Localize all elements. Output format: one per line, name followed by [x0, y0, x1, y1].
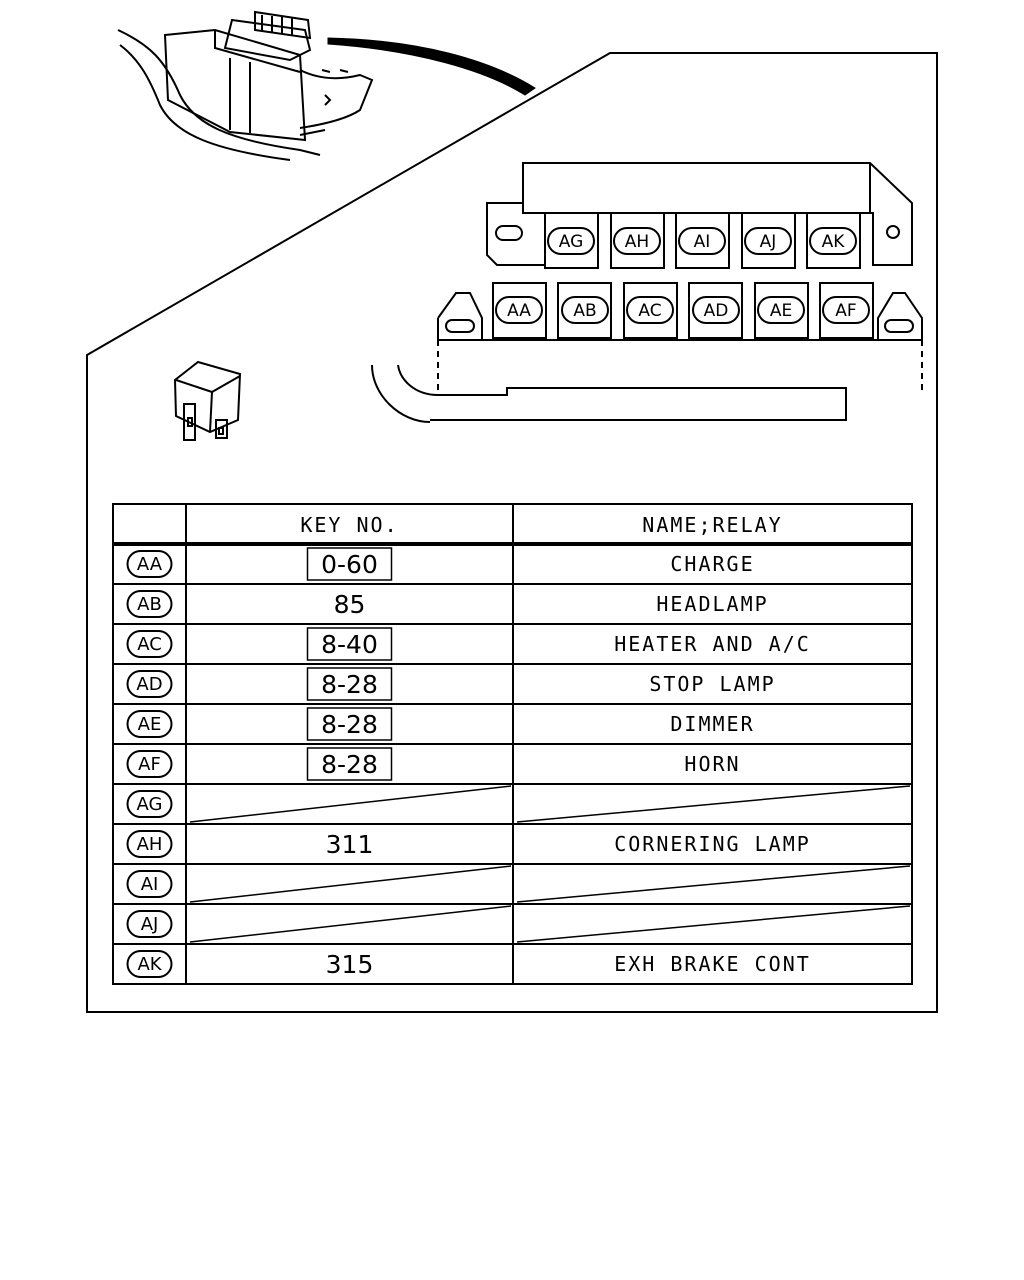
- key-no-cell: 8-40: [321, 630, 378, 659]
- key-box: [306, 667, 393, 701]
- socket-label-af-text: AF: [835, 301, 856, 321]
- header-name-relay: NAME;RELAY: [642, 513, 782, 537]
- empty-key-slash: [189, 865, 512, 903]
- table-row: AG: [113, 783, 912, 823]
- socket-label-ak: AK: [809, 227, 857, 255]
- key-box: [306, 747, 393, 781]
- empty-name-slash: [516, 905, 911, 943]
- table-row: AE 8-28 DIMMER: [113, 703, 912, 741]
- key-no-cell: 0-60: [321, 550, 378, 579]
- relay-icon: [173, 360, 242, 441]
- key-no-cell: 8-28: [321, 710, 378, 739]
- row-code-ag: AG: [126, 790, 173, 818]
- socket-label-ai-text: AI: [694, 232, 711, 252]
- socket-label-aa-text: AA: [507, 301, 531, 321]
- relay-name-cell: HEATER AND A/C: [614, 632, 811, 656]
- relay-name-cell: HEADLAMP: [656, 592, 768, 616]
- socket-label-ah: AH: [613, 227, 661, 255]
- row-code-ac: AC: [126, 630, 173, 658]
- key-box: [306, 707, 393, 741]
- key-no-cell: 8-28: [321, 750, 378, 779]
- row-code-ac-text: AC: [137, 634, 162, 655]
- socket-labels: AG AH AI AJ AK AA AB AC AD AE AF: [495, 227, 870, 324]
- table-row: AA 0-60 CHARGE: [126, 547, 754, 581]
- row-code-ad-text: AD: [136, 674, 162, 695]
- table-row: AK 315 EXH BRAKE CONT: [113, 943, 912, 979]
- socket-label-ag: AG: [547, 227, 595, 255]
- row-code-ah-text: AH: [137, 834, 163, 855]
- relay-name-cell: DIMMER: [670, 712, 754, 736]
- socket-label-ab: AB: [561, 296, 609, 324]
- socket-label-ak-text: AK: [822, 232, 846, 252]
- socket-label-ah-text: AH: [625, 232, 649, 252]
- table-row: AC 8-40 HEATER AND A/C: [113, 623, 912, 661]
- table-row: AI: [113, 863, 912, 903]
- empty-key-slash: [189, 905, 512, 943]
- socket-label-ab-text: AB: [573, 301, 596, 321]
- key-no-cell: 8-28: [321, 670, 378, 699]
- socket-label-ag-text: AG: [559, 232, 584, 252]
- row-code-aj-text: AJ: [141, 914, 159, 935]
- diagram-frame: [86, 52, 938, 1013]
- socket-label-ad: AD: [692, 296, 740, 324]
- row-code-ak: AK: [126, 950, 173, 978]
- socket-label-aa: AA: [495, 296, 543, 324]
- row-code-ae-text: AE: [138, 714, 162, 735]
- row-code-ak-text: AK: [137, 954, 162, 975]
- socket-label-ai: AI: [678, 227, 726, 255]
- key-no-cell: 311: [326, 830, 374, 859]
- table-row: AF 8-28 HORN: [113, 743, 912, 781]
- socket-label-ac: AC: [626, 296, 674, 324]
- row-code-ai: AI: [126, 870, 173, 898]
- socket-label-aj-text: AJ: [760, 232, 777, 252]
- table-row: AD 8-28 STOP LAMP: [113, 663, 912, 701]
- row-code-ab-text: AB: [137, 594, 162, 615]
- row-code-ai-text: AI: [141, 874, 159, 895]
- relay-name-cell: STOP LAMP: [649, 672, 775, 696]
- socket-label-ae-text: AE: [770, 301, 792, 321]
- row-code-ae: AE: [126, 710, 173, 738]
- empty-name-slash: [516, 785, 911, 823]
- empty-name-slash: [516, 865, 911, 903]
- row-code-aa-text: AA: [137, 554, 163, 575]
- row-code-af-text: AF: [138, 754, 161, 775]
- empty-key-slash: [189, 785, 512, 823]
- row-code-ad: AD: [126, 670, 173, 698]
- relay-name-cell: CORNERING LAMP: [614, 832, 811, 856]
- relay-name-cell: HORN: [684, 752, 740, 776]
- key-box: [306, 627, 393, 661]
- harness-illustration: [117, 10, 374, 161]
- row-code-af: AF: [126, 750, 173, 778]
- socket-label-ad-text: AD: [704, 301, 729, 321]
- relay-block: [371, 162, 923, 423]
- relay-table: KEY NO. NAME;RELAY AA 0-60 CHARGE AB 85 HEADLAM…: [112, 503, 913, 985]
- row-code-aj: AJ: [126, 910, 173, 938]
- socket-label-ac-text: AC: [638, 301, 661, 321]
- socket-label-af: AF: [822, 296, 870, 324]
- socket-label-ae: AE: [757, 296, 805, 324]
- key-box: [306, 547, 393, 581]
- row-code-ah: AH: [126, 830, 173, 858]
- table-row: AJ: [113, 903, 912, 943]
- row-code-aa: AA: [126, 550, 173, 578]
- row-code-ab: AB: [126, 590, 173, 618]
- key-no-cell: 315: [326, 950, 374, 979]
- table-row: AB 85 HEADLAMP: [113, 583, 912, 619]
- table-row: AH 311 CORNERING LAMP: [113, 823, 912, 859]
- relay-name-cell: CHARGE: [670, 552, 754, 576]
- row-code-ag-text: AG: [137, 794, 163, 815]
- relay-name-cell: EXH BRAKE CONT: [614, 952, 811, 976]
- socket-label-aj: AJ: [744, 227, 792, 255]
- header-key-no: KEY NO.: [300, 513, 398, 537]
- leader-arrow: [327, 37, 536, 96]
- key-no-cell: 85: [334, 590, 366, 619]
